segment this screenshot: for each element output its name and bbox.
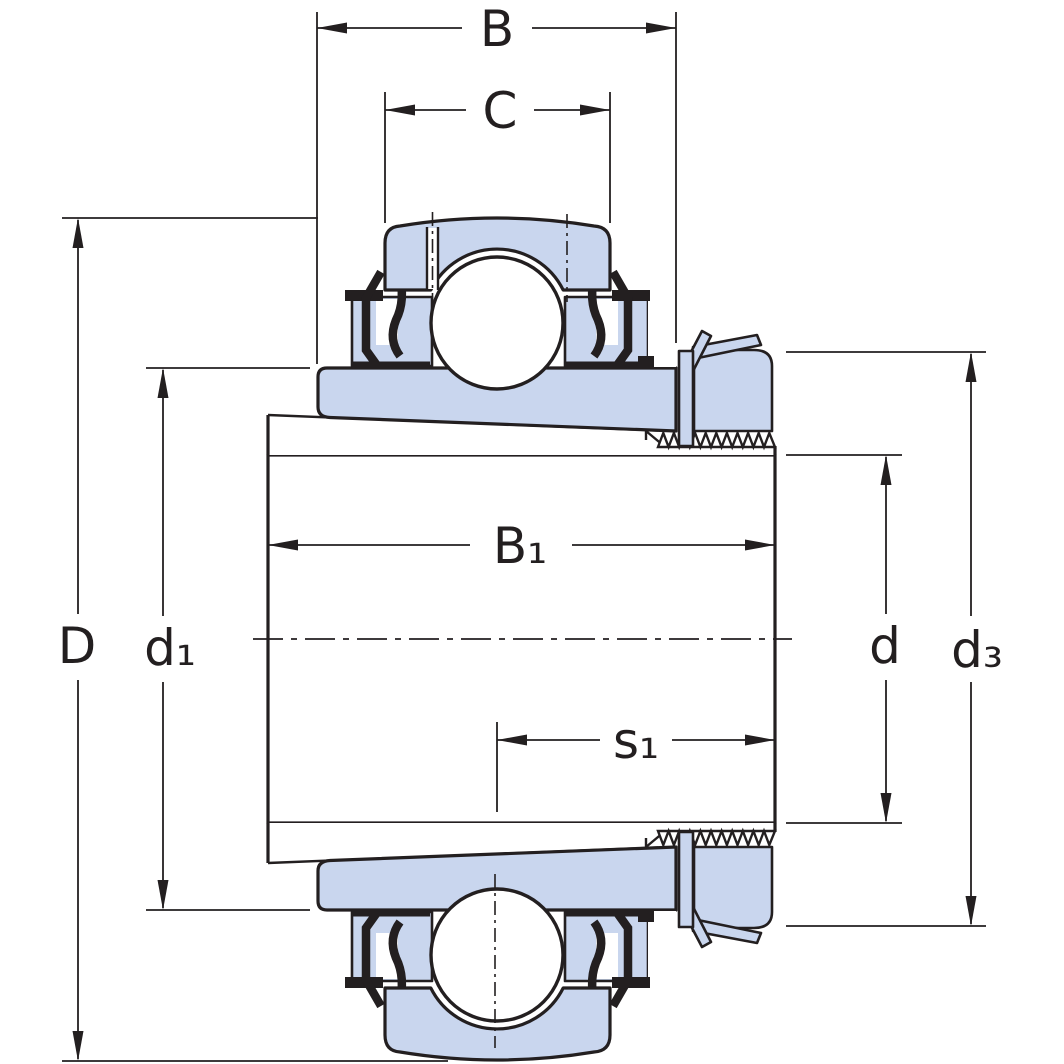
arrow-right-icon <box>745 539 775 551</box>
inner-ring-shoulder-area <box>648 295 676 367</box>
arrow-up-icon <box>72 218 84 248</box>
dimension-label-d3: d₃ <box>951 621 1003 679</box>
dimension-label-C: C <box>483 82 518 140</box>
arrow-right-icon <box>580 104 610 116</box>
outer-ring <box>383 216 612 292</box>
arrow-left-icon <box>497 734 527 746</box>
arrow-down-icon <box>880 793 892 823</box>
arrow-left-icon <box>268 539 298 551</box>
arrow-up-icon <box>965 352 977 382</box>
dimension-label-s1: s₁ <box>613 712 659 770</box>
dimension-B1: B₁ <box>268 517 775 575</box>
sleeve-thread <box>656 429 777 451</box>
dimension-label-D: D <box>58 617 97 675</box>
dimension-d1: d₁ <box>144 367 310 911</box>
dimension-label-d: d <box>869 617 901 675</box>
dimension-d3: d₃ <box>786 351 1003 927</box>
dimension-label-B1: B₁ <box>493 517 547 575</box>
dimension-s1: s₁ <box>496 712 775 812</box>
dimension-label-B: B <box>480 0 514 58</box>
arrow-down-icon <box>72 1031 84 1061</box>
lubrication-hole <box>425 212 440 302</box>
dimension-label-d1: d₁ <box>144 619 196 677</box>
dimension-D: D <box>58 217 448 1062</box>
arrow-down-icon <box>965 896 977 926</box>
dimension-d: d <box>786 454 902 824</box>
arrow-left-icon <box>385 104 415 116</box>
dimension-C: C <box>384 82 611 223</box>
adapter-sleeve <box>268 415 775 455</box>
arrow-down-icon <box>157 880 169 910</box>
ball <box>429 255 565 391</box>
arrow-right-icon <box>745 734 775 746</box>
lower-bearing-half <box>268 823 775 1060</box>
inner-ring-flange <box>316 366 678 433</box>
arrow-up-icon <box>157 368 169 398</box>
dimension-B: B <box>316 0 677 364</box>
arrow-up-icon <box>880 455 892 485</box>
arrow-left-icon <box>317 22 347 34</box>
arrow-right-icon <box>646 22 676 34</box>
lock-nut <box>692 348 774 433</box>
lock-washer <box>677 349 695 448</box>
seal-left-outer <box>361 269 385 367</box>
lube-hole-walls <box>425 227 440 290</box>
upper-bearing-half <box>266 216 777 455</box>
seal-right-outer <box>609 269 633 367</box>
